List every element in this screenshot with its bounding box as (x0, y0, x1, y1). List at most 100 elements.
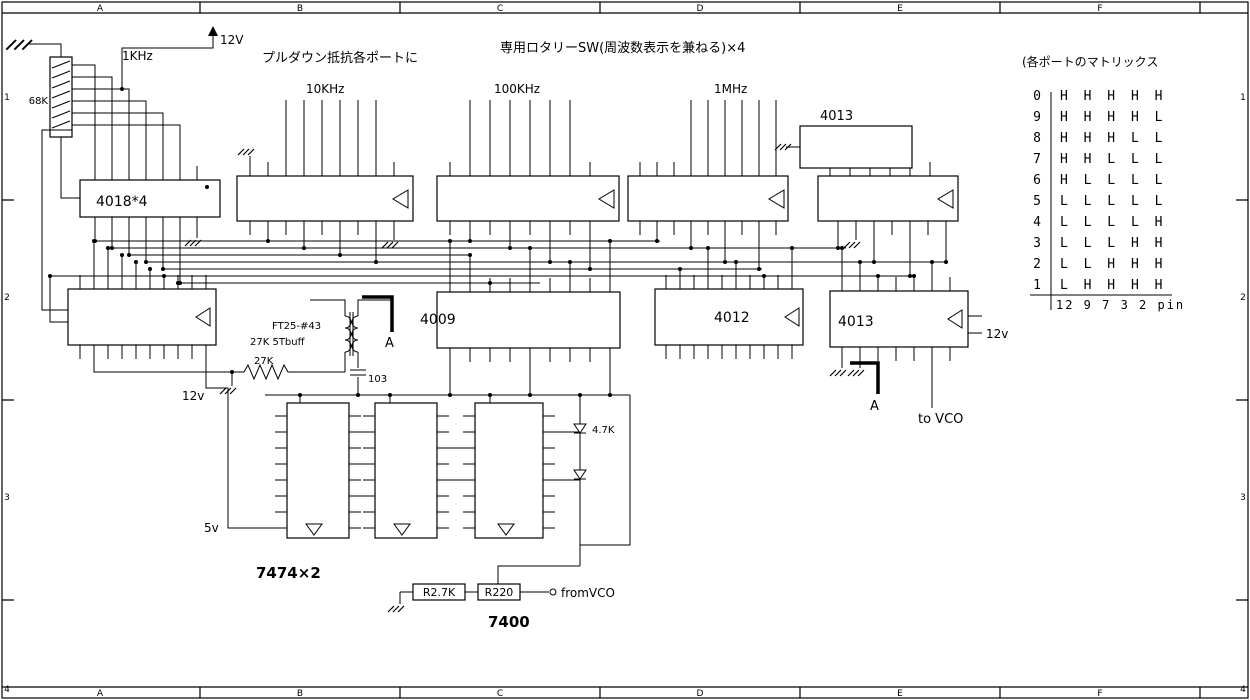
col-label: A (97, 4, 104, 14)
row-label: 4 (4, 685, 10, 695)
freq-label-10khz: 10KHz (306, 82, 344, 96)
ground-icon (774, 143, 792, 151)
col-label: D (697, 689, 704, 699)
ic-body-4013-top (799, 125, 913, 169)
ic-body-4013-mid (829, 290, 969, 348)
row-label: 2 (4, 293, 10, 303)
rotary-switch-lines (285, 100, 777, 162)
matrix-row-label: 1 (1033, 278, 1045, 293)
core-label: FT25-#43 (272, 321, 321, 332)
matrix-row-label: 4 (1033, 215, 1045, 230)
ic-body-row2-a (67, 288, 217, 346)
ic-label-4009: 4009 (420, 312, 456, 328)
ic-body-row1-c (436, 175, 620, 222)
ic-label-4012: 4012 (714, 310, 750, 326)
pulldown-note: プルダウン抵抗各ポートに (262, 50, 418, 66)
ground-icon (829, 369, 847, 377)
resistor-r220-label: R220 (485, 586, 514, 599)
buffer-label: 27K 5Tbuff (250, 337, 306, 348)
capacitor-103-label: 103 (368, 374, 387, 385)
matrix-row-values: L L H H H (1060, 257, 1166, 272)
ic-body-4012 (654, 288, 804, 346)
matrix-row-label: 6 (1033, 173, 1045, 188)
ic-body-row1-b (236, 175, 414, 222)
freq-label-100khz: 100KHz (494, 82, 540, 96)
terminal-circle (549, 588, 557, 596)
pulldown-resistor-network: 68K 12V 1KHz (5, 26, 244, 323)
row-label: 3 (4, 493, 10, 503)
matrix-row-values: L H H H H (1060, 278, 1166, 293)
matrix-row-label: 5 (1033, 194, 1045, 209)
matrix-row-values: L L L H H (1060, 236, 1166, 251)
col-label: E (897, 689, 903, 699)
row-label: 2 (1240, 293, 1246, 303)
node-a-right-label: A (870, 399, 879, 414)
ic-label-7474: 7474×2 (256, 564, 321, 582)
resistor-r2k7-label: R2.7K (423, 586, 456, 599)
bottom-logic-section: 4.7K R2.7K R220 fromVCO 7474×2 7400 (256, 362, 631, 631)
ic-body-4018 (79, 179, 221, 218)
col-label: E (897, 4, 903, 14)
row-label: 4 (1240, 685, 1246, 695)
node-a-left-label: A (385, 336, 394, 351)
ground-icon (847, 369, 865, 377)
border-column-labels-bottom: A B C D E F (97, 689, 1103, 699)
border-column-labels-top: A B C D E F (97, 4, 1103, 14)
port-matrix-table: (各ポートのマトリックス 0 H H H H H 9 H H H H L 8 H… (1022, 54, 1185, 312)
resistor-4k7-label: 4.7K (592, 425, 615, 436)
col-label: A (97, 689, 104, 699)
matrix-row-label: 9 (1033, 110, 1045, 125)
matrix-row-label: 0 (1033, 89, 1045, 104)
ic-label-4018: 4018*4 (96, 194, 148, 210)
junction-dots (48, 87, 948, 397)
ic-body-7474-a (286, 402, 350, 539)
col-label: C (497, 689, 503, 699)
row-label: 1 (4, 93, 10, 103)
row-label: 1 (1240, 93, 1246, 103)
matrix-row-label: 8 (1033, 131, 1045, 146)
matrix-pin-footer: 12 9 7 3 2 pin (1056, 298, 1185, 312)
ground-icon (381, 241, 399, 249)
matrix-title: (各ポートのマトリックス (1022, 54, 1158, 69)
matrix-row-values: L L L L L (1060, 194, 1166, 209)
col-label: F (1097, 4, 1102, 14)
matrix-row-label: 3 (1033, 236, 1045, 251)
ic-body-row1-d (627, 175, 789, 222)
resistor-27k-label: 27K (254, 356, 274, 367)
matrix-row-values: H L L L L (1060, 173, 1166, 188)
col-label: B (297, 4, 303, 14)
buffer-transformer-area: FT25-#43 27K 5Tbuff 27K 103 A 12v 5v (93, 295, 394, 535)
supply-arrow-icon (208, 26, 218, 36)
ic-row-2: 4009 4012 4013 12v (67, 275, 1008, 362)
ic-row-1: 4018*4 4013 (79, 109, 959, 249)
col-label: F (1097, 689, 1102, 699)
ic-body-7400 (474, 402, 544, 539)
ic-body-7474-b (374, 402, 438, 539)
freq-label-1khz: 1KHz (122, 49, 153, 63)
freq-label-1mhz: 1MHz (714, 82, 747, 96)
resistor-value-label: 68K (29, 96, 49, 107)
ic-label-7400: 7400 (488, 613, 530, 631)
to-vco-label: to VCO (918, 412, 963, 427)
resistor-box-r220 (477, 583, 521, 601)
matrix-row-values: H H L L L (1060, 152, 1166, 167)
supply-label-12v-right: 12v (986, 327, 1008, 341)
matrix-row-label: 7 (1033, 152, 1045, 167)
from-vco-label: fromVCO (561, 586, 615, 600)
ground-icon (237, 148, 255, 156)
ic-body-row1-e (817, 175, 959, 222)
col-label: D (697, 4, 704, 14)
col-label: B (297, 689, 303, 699)
matrix-row-values: H H H H H (1060, 89, 1166, 104)
matrix-row-values: L L L L H (1060, 215, 1166, 230)
output-area: to VCO A (829, 361, 963, 427)
ground-icon (387, 605, 405, 613)
ic-body-4009 (436, 291, 621, 349)
resistor-box-r2k7 (412, 583, 466, 601)
col-label: C (497, 4, 503, 14)
matrix-row-values: H H H L L (1060, 131, 1166, 146)
row-label: 3 (1240, 493, 1246, 503)
ground-icon (5, 39, 33, 51)
